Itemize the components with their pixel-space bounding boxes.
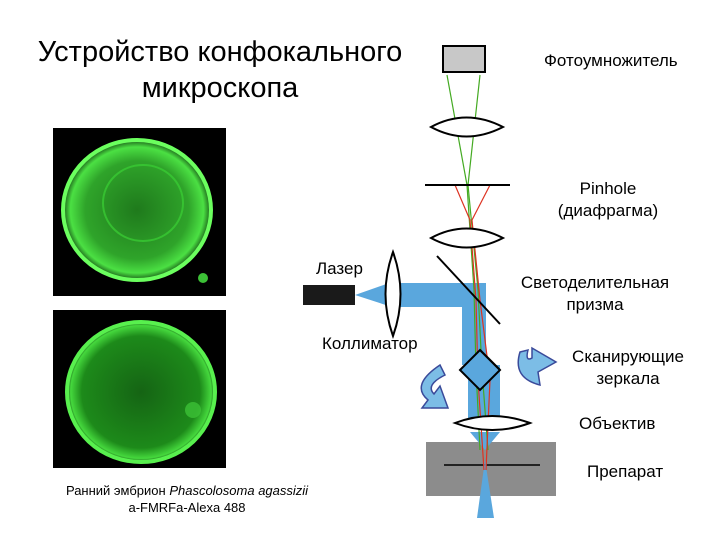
collimator-lens [386,252,401,336]
label-beamsplitter-line1: Светоделительная [505,272,685,294]
photomultiplier-box [443,46,485,72]
objective-lens [455,416,530,430]
label-laser: Лазер [316,258,363,280]
label-objective: Объектив [579,413,655,435]
tube-lens [431,229,503,248]
label-photomultiplier: Фотоумножитель [544,50,678,72]
laser-beam-collimated [393,283,465,307]
label-scanning-mirrors: Сканирующие зеркала [558,346,698,390]
label-pinhole-line1: Pinhole [548,178,668,200]
label-pinhole: Pinhole (диафрагма) [548,178,668,222]
label-beamsplitter-line2: призма [505,294,685,316]
label-scanning-line1: Сканирующие [558,346,698,368]
label-scanning-line2: зеркала [558,368,698,390]
label-pinhole-line2: (диафрагма) [548,200,668,222]
detector-lens [431,118,503,137]
laser-source [303,285,355,305]
label-collimator: Коллиматор [322,333,418,355]
label-specimen: Препарат [587,461,663,483]
rotation-arrow-right [518,348,556,385]
label-beamsplitter: Светоделительная призма [505,272,685,316]
specimen-plate [426,442,556,496]
rotation-arrow-left [421,365,448,408]
